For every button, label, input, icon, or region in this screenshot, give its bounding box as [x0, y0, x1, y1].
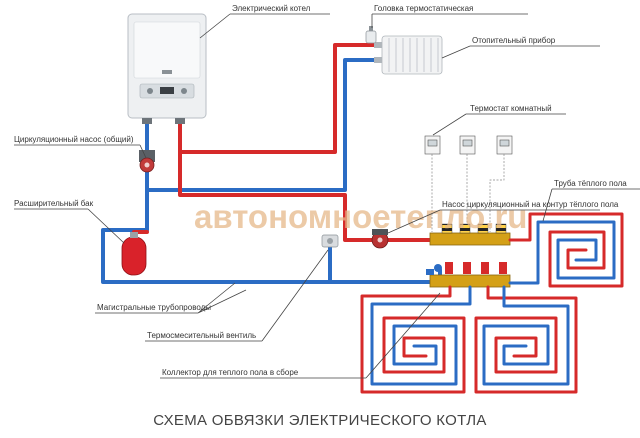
label-thermostatic-head: Головка термостатическая [374, 4, 473, 13]
floor-loop-right-supply [508, 212, 624, 288]
thermostatic-head [365, 26, 377, 44]
label-floor-pump: Насос циркуляционный на контур тёплого п… [442, 200, 619, 209]
watermark: автономноетепло.ru [194, 198, 527, 235]
floor-loop-left-supply [360, 285, 466, 394]
radiator-supply-pipe [178, 43, 386, 154]
label-electric-boiler: Электрический котел [232, 4, 311, 13]
floor-loop-bottom-return [482, 285, 570, 386]
label-expansion-tank: Расширительный бак [14, 199, 94, 208]
diagram-title: СХЕМА ОБВЯЗКИ ЭЛЕКТРИЧЕСКОГО КОТЛА [153, 412, 486, 429]
floor-loop-left-return [370, 285, 472, 386]
label-collector: Коллектор для теплого пола в сборе [162, 368, 299, 377]
floor-heating-collector [426, 223, 511, 288]
floor-heating-loops [360, 212, 624, 394]
label-circulation-pump-common: Циркуляционный насос (общий) [14, 135, 134, 144]
floor-loop-right-return [508, 220, 616, 285]
label-radiator: Отопительный прибор [472, 36, 556, 45]
radiator [374, 35, 443, 75]
electric-boiler [127, 13, 207, 124]
room-thermostats [424, 135, 513, 155]
main-return-pipe [101, 188, 432, 284]
leader-lines [14, 13, 640, 379]
floor-loop-bottom-supply [474, 285, 578, 394]
label-main-pipes: Магистральные трубопроводы [97, 303, 211, 312]
label-floor-pipe: Труба тёплого пола [554, 179, 627, 188]
circulation-pump-common [139, 150, 155, 173]
labels: Электрический котел Головка термостатиче… [14, 4, 627, 377]
label-mixing-valve: Термосмесительный вентиль [147, 331, 256, 340]
expansion-tank [121, 232, 147, 276]
label-room-thermostat: Термостат комнатный [470, 104, 552, 113]
floor-circulation-pump [371, 229, 389, 249]
thermostat-wires [431, 154, 505, 232]
thermo-mixing-valve [321, 234, 339, 248]
